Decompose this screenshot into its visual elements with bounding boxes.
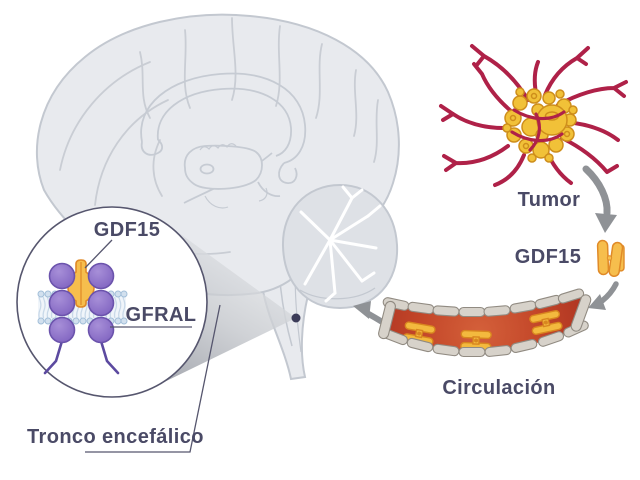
arbor-vitae bbox=[299, 185, 382, 303]
tumor-vessels bbox=[439, 44, 628, 187]
gdf15-free-label: GDF15 bbox=[515, 246, 581, 268]
circulation-label: Circulación bbox=[442, 377, 555, 399]
brainstem-label: Tronco encefálico bbox=[27, 426, 204, 448]
brainstem-label-group: Tronco encefálico bbox=[27, 304, 221, 453]
tumor-label: Tumor bbox=[518, 189, 581, 211]
tumor-inner-vessels bbox=[510, 108, 566, 152]
arrow-tumor-to-gdf15 bbox=[582, 165, 617, 233]
tumor-illustration: Tumor bbox=[439, 44, 628, 211]
gdf15-molecule bbox=[596, 239, 625, 278]
thalamus bbox=[183, 143, 281, 209]
gfral-label: GFRAL bbox=[126, 304, 197, 326]
blood-vessel-illustration: Circulación bbox=[378, 288, 592, 399]
receptor-tails bbox=[43, 339, 120, 375]
corpus-callosum bbox=[140, 72, 307, 204]
brainstem-target-dot bbox=[291, 313, 301, 323]
gdf15-callout-label: GDF15 bbox=[94, 219, 160, 241]
cerebellum bbox=[281, 183, 399, 310]
receptor-callout: GDF15 GFRAL bbox=[16, 206, 208, 398]
brainstem-leader-line bbox=[85, 304, 221, 453]
arrow-gdf15-to-circulation bbox=[588, 281, 619, 310]
gdf15-leader-line bbox=[84, 239, 113, 269]
gfral-receptor-domains bbox=[48, 262, 115, 344]
vessel-wall-segments bbox=[378, 288, 592, 358]
